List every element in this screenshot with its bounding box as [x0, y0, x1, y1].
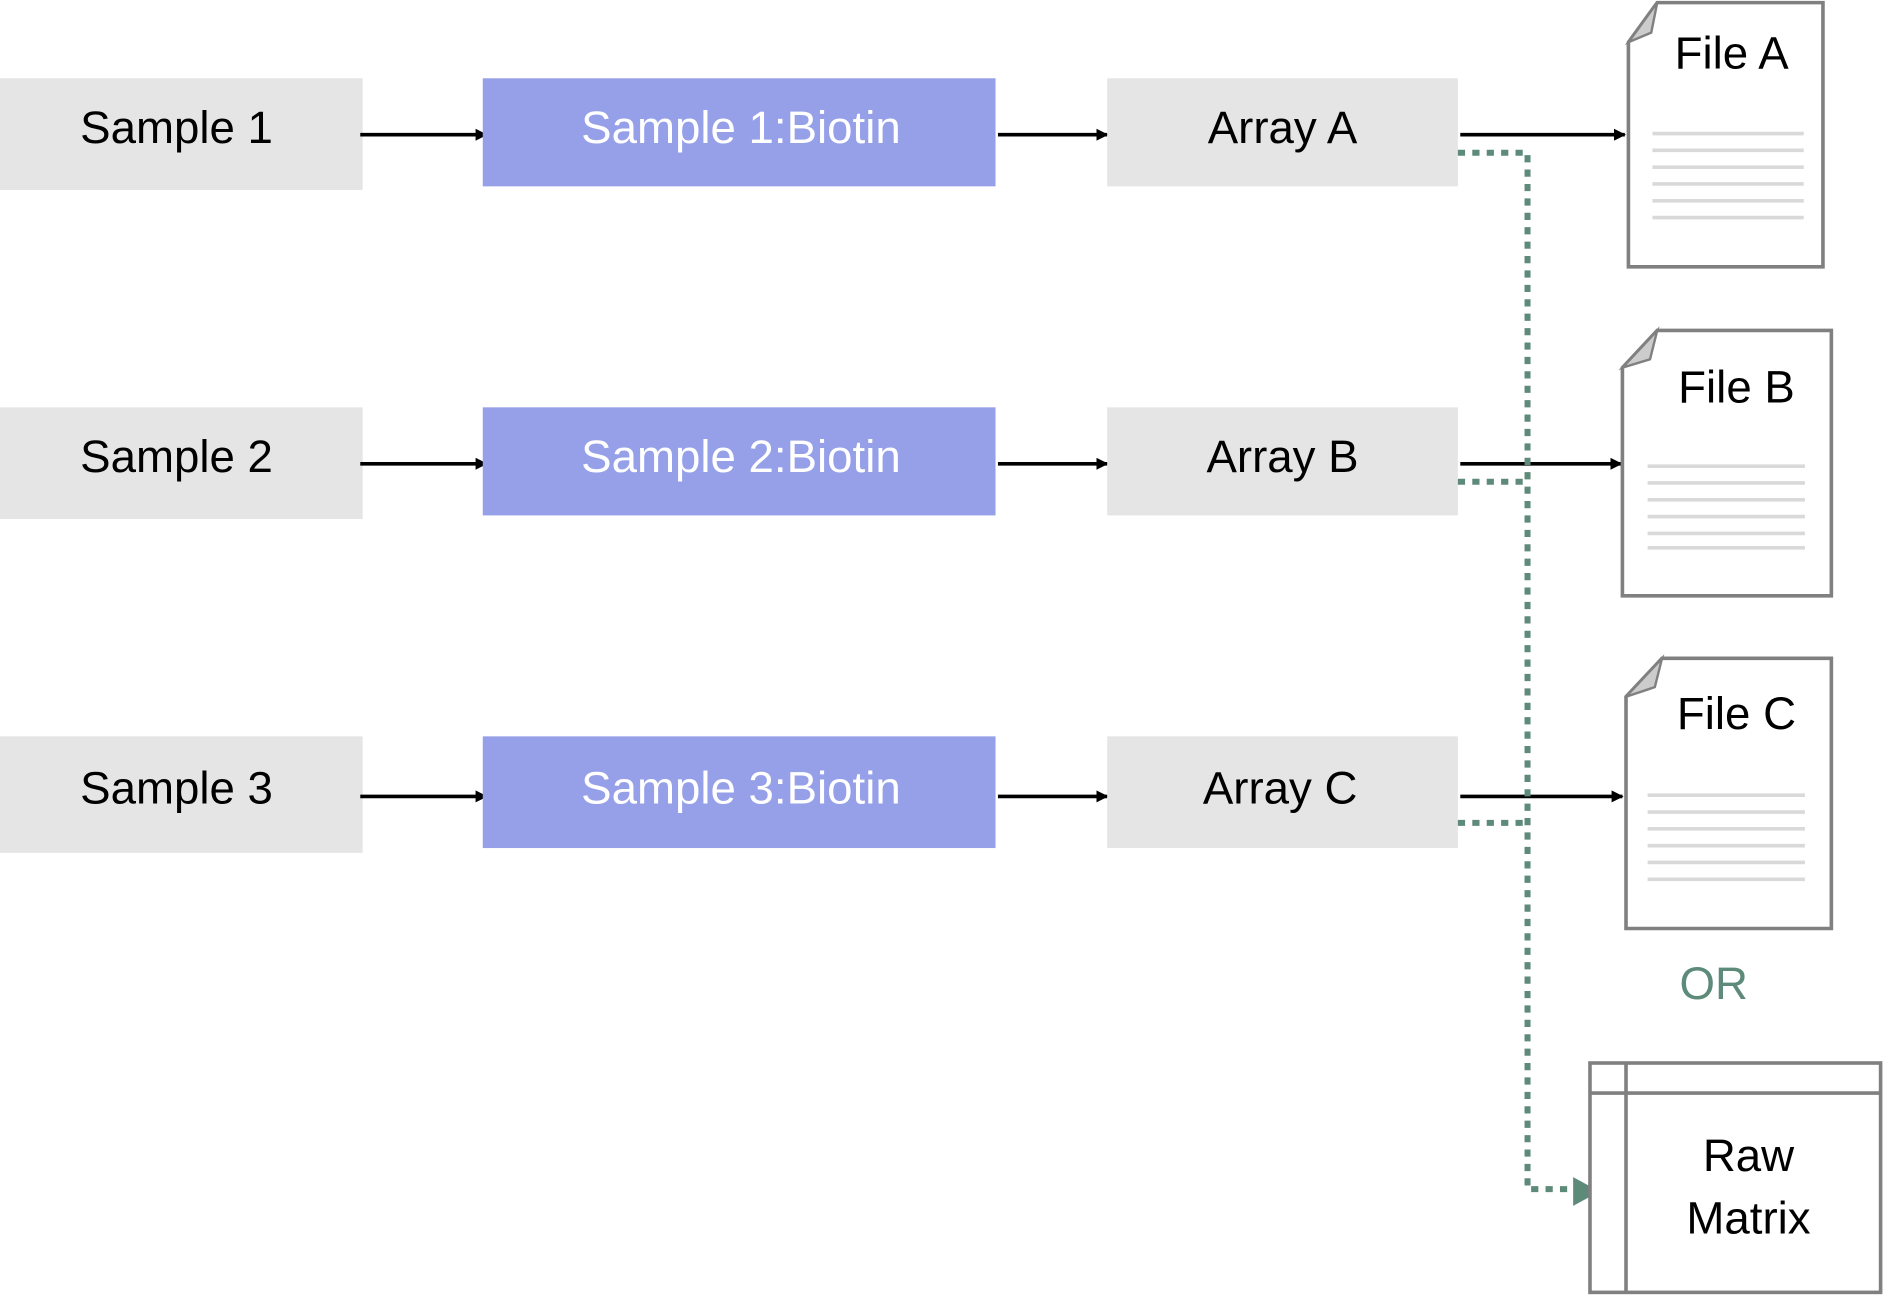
sample-label: Sample 3	[80, 763, 273, 814]
file-label: File A	[1675, 28, 1790, 79]
biotin-box	[482, 78, 996, 187]
file-label: File B	[1678, 361, 1795, 412]
matrix-label-line2: Matrix	[1686, 1192, 1810, 1243]
array-label: Array C	[1203, 763, 1358, 814]
file-c-icon: File C	[1624, 654, 1834, 931]
array-label: Array B	[1206, 431, 1358, 482]
sample-box	[0, 736, 363, 853]
sample-label: Sample 2	[80, 431, 273, 482]
dotted-arrowhead	[1573, 1177, 1600, 1206]
array-box	[1107, 736, 1458, 849]
file-label: File C	[1677, 688, 1796, 739]
array-label: Array A	[1208, 102, 1358, 153]
file-a-icon: File A	[1624, 0, 1825, 269]
biotin-box	[482, 407, 996, 516]
biotin-label: Sample 2:Biotin	[581, 431, 901, 482]
matrix-label-line1: Raw	[1703, 1130, 1795, 1181]
biotin-box	[482, 736, 996, 849]
sample-box	[0, 407, 363, 520]
file-b-icon: File B	[1618, 326, 1834, 598]
or-label: OR	[1679, 958, 1747, 1009]
row-3: Sample 3 Sample 3:Biotin Array C	[0, 736, 1624, 853]
row-1: Sample 1 Sample 1:Biotin Array A	[0, 78, 1627, 190]
biotin-label: Sample 3:Biotin	[581, 763, 901, 814]
raw-matrix-icon: Raw Matrix	[1588, 1061, 1883, 1295]
row-2: Sample 2 Sample 2:Biotin Array B	[0, 407, 1623, 520]
array-box	[1107, 78, 1458, 187]
sample-label: Sample 1	[80, 102, 273, 153]
dotted-connector	[1457, 149, 1574, 1193]
biotin-label: Sample 1:Biotin	[581, 102, 901, 153]
array-box	[1107, 407, 1458, 516]
sample-box	[0, 78, 363, 190]
